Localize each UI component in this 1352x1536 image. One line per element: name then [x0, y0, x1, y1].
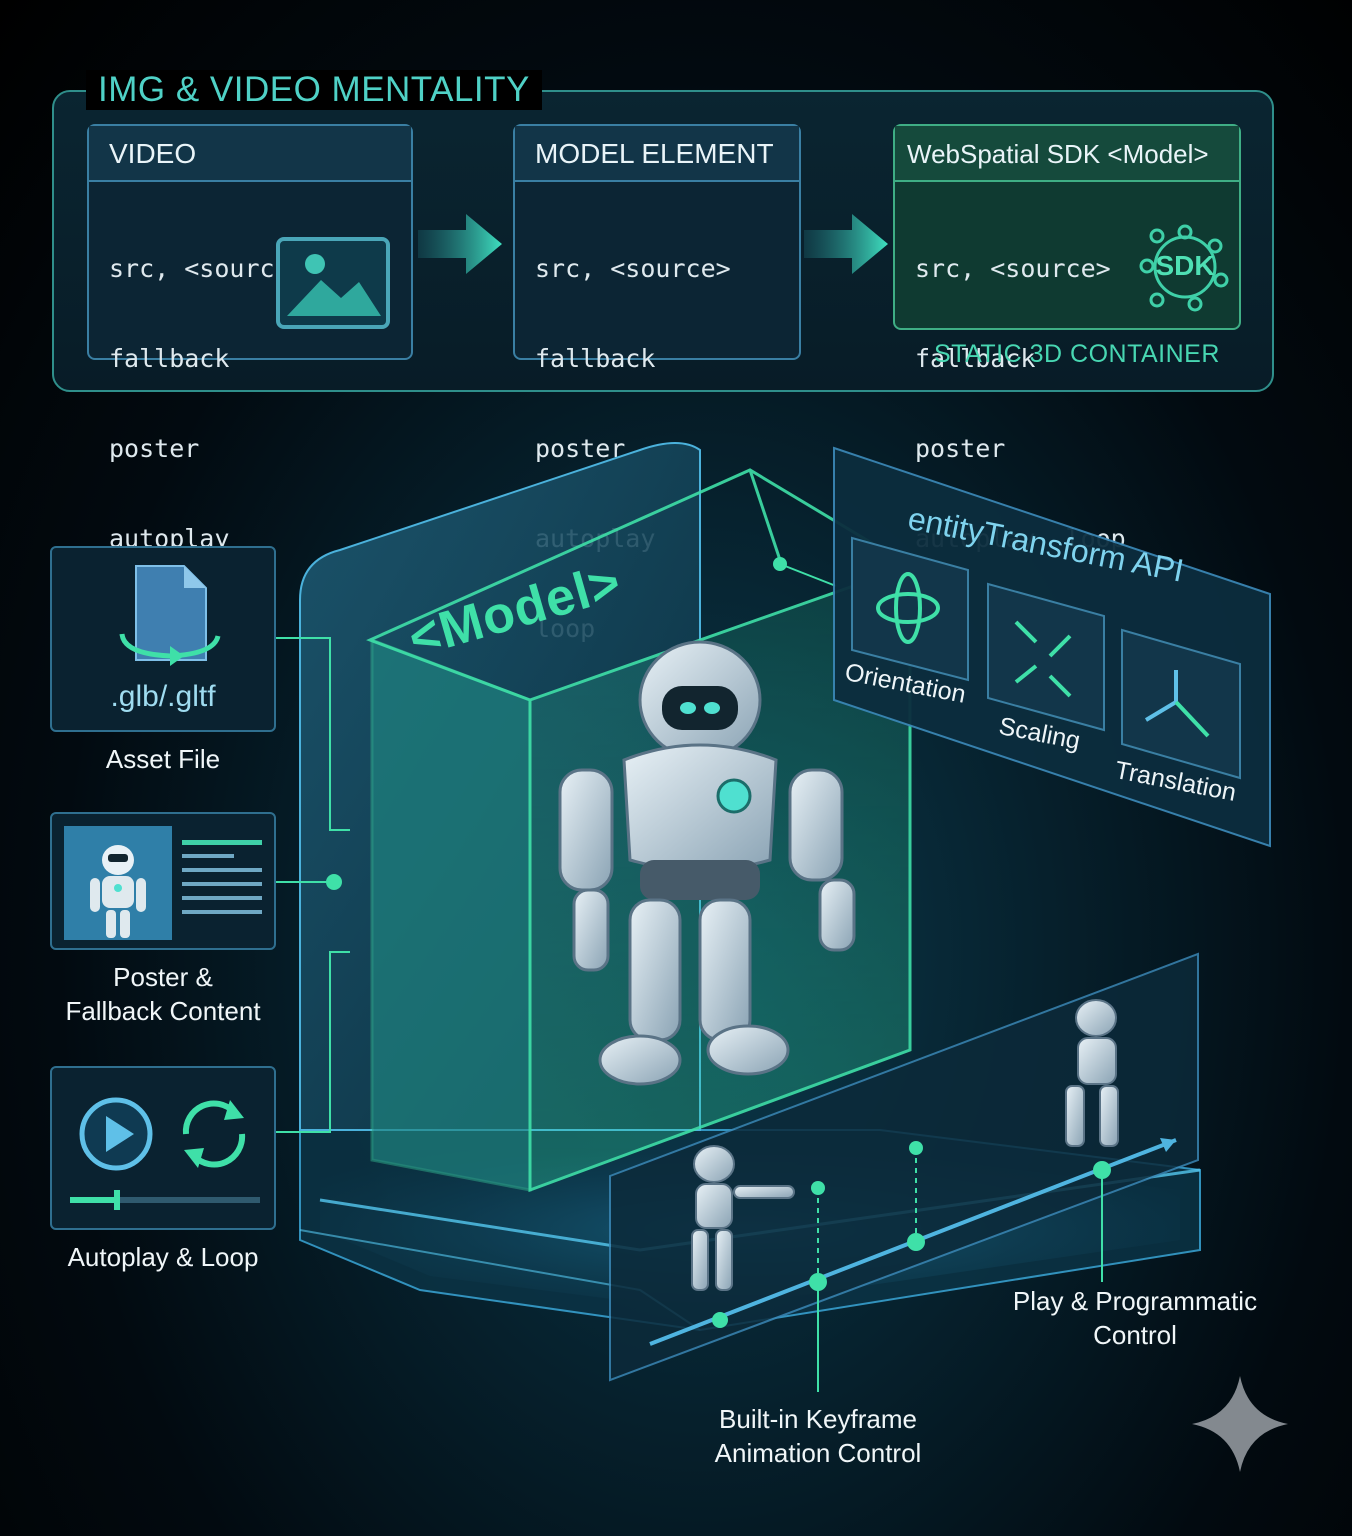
attr-line: fallback [915, 344, 1036, 373]
arrow-right-icon [418, 214, 502, 274]
play-icon [79, 1097, 153, 1171]
timeline-robot [691, 1145, 795, 1291]
orientation-icon [851, 536, 969, 682]
poster-card [50, 812, 276, 950]
progress-bar [70, 1190, 260, 1210]
file-icon [119, 565, 221, 666]
poster-caption-line1: Poster & [113, 962, 213, 992]
text-lines-icon [182, 840, 262, 914]
loop-icon [182, 1100, 246, 1168]
keyframe-line1: Built-in Keyframe [719, 1404, 917, 1434]
arrow-right-icon [804, 214, 888, 274]
attr-line: src, <source> [915, 254, 1111, 283]
poster-caption: Poster & Fallback Content [40, 960, 286, 1028]
poster-caption-line2: Fallback Content [65, 996, 261, 1026]
poster-thumbnail-icon [64, 826, 172, 940]
play-control-line1: Play & Programmatic [1012, 1286, 1258, 1316]
sdk-badge: SDK [1155, 250, 1215, 281]
timeline-panel [609, 952, 1199, 1382]
translation-icon [1121, 628, 1241, 780]
image-placeholder-icon [276, 237, 390, 329]
attr-line: poster [109, 434, 200, 463]
attr-line: src, <source> [535, 254, 731, 283]
model-element-card-title: MODEL ELEMENT [515, 126, 799, 182]
asset-file-caption: Asset File [105, 744, 221, 774]
mentality-title: IMG & VIDEO MENTALITY [86, 70, 542, 110]
keyframe-control-label: Built-in Keyframe Animation Control [688, 1402, 948, 1470]
keyframe-line2: Animation Control [714, 1438, 922, 1468]
model-box-front [370, 637, 532, 1192]
sparkle-icon [1192, 1376, 1288, 1472]
attr-line: poster [535, 434, 626, 463]
attr-line: fallback [535, 344, 656, 373]
asset-file-card: .glb/.gltf [50, 546, 276, 732]
static-3d-container-label: STATIC 3D CONTAINER [934, 340, 1220, 368]
autoplay-card [50, 1066, 276, 1230]
attr-line: poster [915, 434, 1006, 463]
scaling-icon [987, 582, 1105, 732]
play-control-label: Play & Programmatic Control [990, 1284, 1280, 1352]
autoplay-caption: Autoplay & Loop [67, 1242, 259, 1272]
timeline-robot [1065, 999, 1119, 1147]
robot-figure [558, 640, 856, 1086]
video-card-title: VIDEO [89, 126, 411, 182]
sdk-network-icon [1139, 224, 1229, 312]
webspatial-sdk-card-title: WebSpatial SDK <Model> [895, 126, 1239, 182]
asset-extension: .glb/.gltf [110, 680, 216, 713]
play-control-line2: Control [1093, 1320, 1177, 1350]
attr-line: fallback [109, 344, 230, 373]
